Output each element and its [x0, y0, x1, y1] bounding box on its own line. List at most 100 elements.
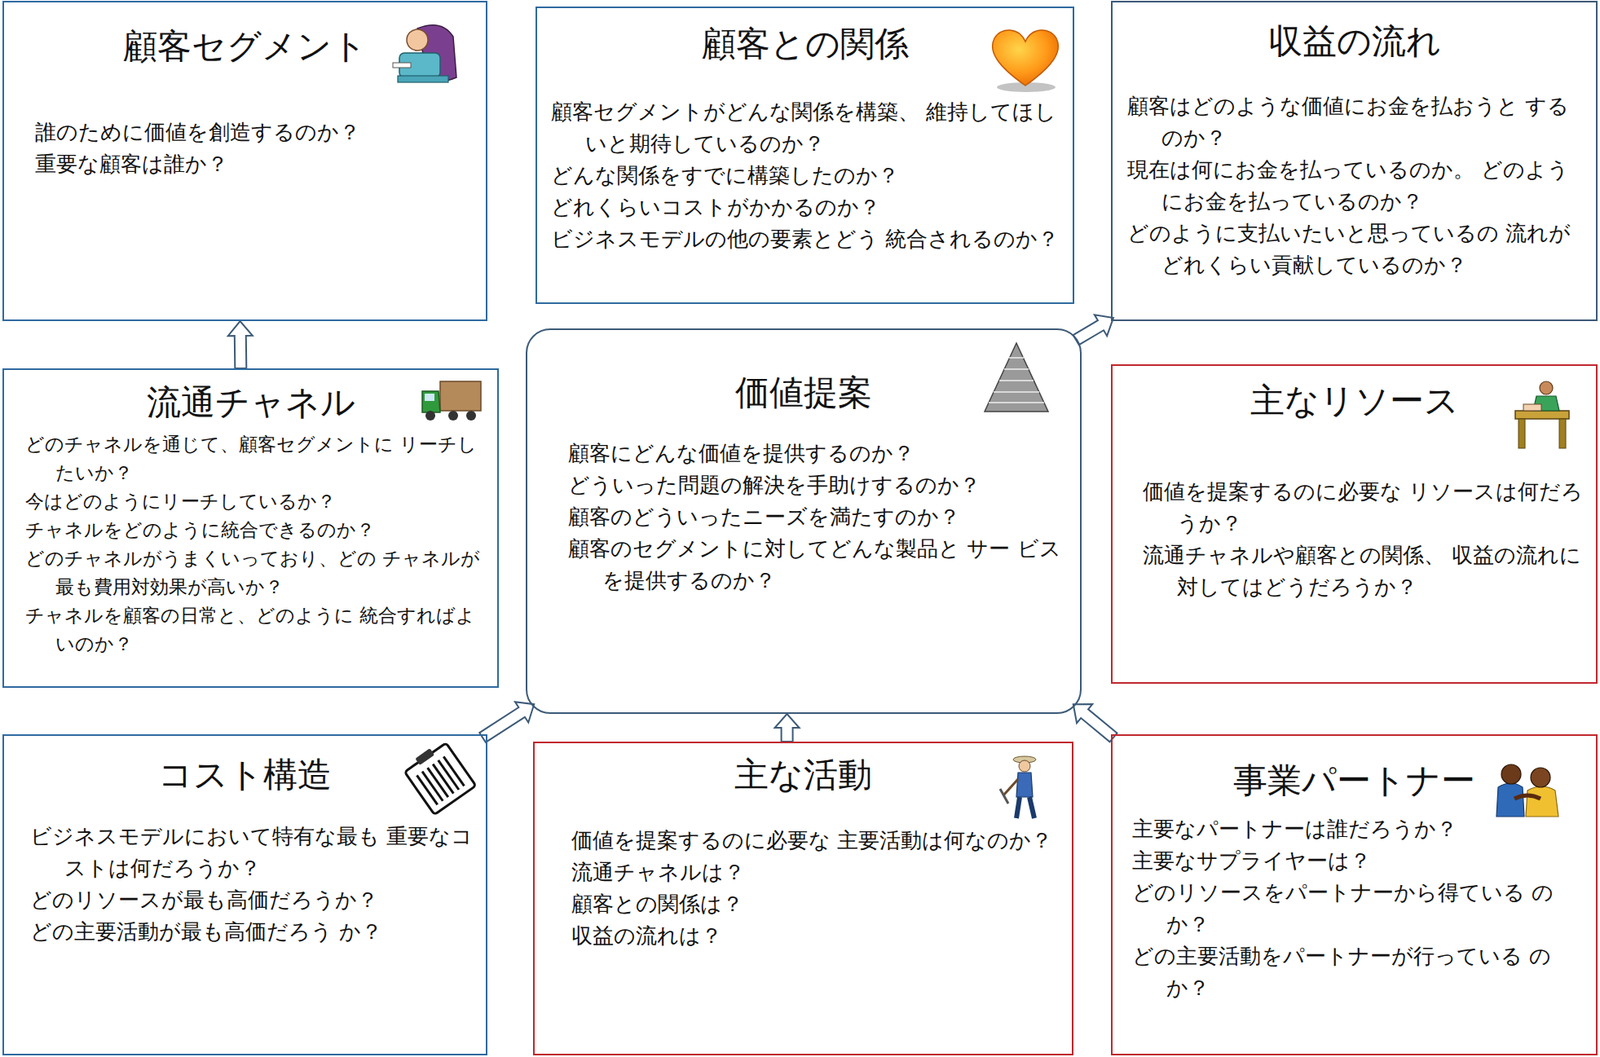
- icon-part: [1496, 783, 1525, 817]
- guiding-question: 顧客にどんな価値を提供するのか？: [568, 437, 1072, 470]
- guiding-question: 顧客セグメントがどんな関係を構築、 維持してほしいと期待しているのか？: [550, 96, 1065, 160]
- block-arrow: [479, 701, 534, 742]
- guiding-question: チャネルをどのように統合できるのか？: [25, 515, 490, 545]
- icon-part: [993, 391, 1040, 393]
- partners-icon: [1496, 764, 1559, 817]
- guiding-question: どの主要活動が最も高価だろう か？: [30, 916, 478, 948]
- guiding-question: 主要なサプライヤーは？: [1132, 845, 1588, 878]
- question-list: 価値を提案するのに必要な リソースは何だろうか？流通チャネルや顧客との関係、 収…: [1142, 476, 1588, 604]
- icon-part: [425, 410, 436, 421]
- guiding-question: ビジネスモデルの他の要素とどう 統合されるのか？: [550, 223, 1065, 256]
- icon-part: [1000, 788, 1009, 804]
- customer-icon: [392, 25, 457, 83]
- resource-icon: [1515, 381, 1570, 449]
- question-list: 顧客セグメントがどんな関係を構築、 維持してほしいと期待しているのか？どんな関係…: [550, 96, 1065, 256]
- question-list: 顧客はどのような価値にお金を払おうと するのか？現在は何にお金を払っているのか。…: [1127, 90, 1588, 282]
- guiding-question: 収益の流れは？: [571, 920, 1064, 953]
- icon-part: [440, 381, 481, 411]
- icon-part: [424, 393, 435, 402]
- farmer-icon: [1000, 756, 1036, 819]
- block-arrow: [228, 321, 253, 369]
- icon-part: [1530, 767, 1551, 788]
- question-list: 価値を提案するのに必要な 主要活動は何なのか？流通チャネルは？顧客との関係は？収…: [571, 824, 1064, 953]
- icon-part: [988, 357, 1045, 403]
- guiding-question: 重要な顧客は誰か？: [35, 148, 478, 181]
- icon-part: [392, 62, 411, 68]
- block-title: 価値提案: [527, 370, 1080, 416]
- guiding-question: ビジネスモデルにおいて特有な最も 重要なコストは何だろうか？: [30, 820, 478, 885]
- icon-part: [414, 748, 435, 766]
- guiding-question: チャネルを顧客の日常と、どのように 統合すればよいのか？: [25, 601, 490, 659]
- canvas-block: 収益の流れ顧客はどのような価値にお金を払おうと するのか？現在は何にお金を払って…: [1110, 0, 1598, 322]
- icon-part: [1525, 786, 1559, 817]
- icon-part: [1523, 404, 1542, 411]
- guiding-question: どの主要活動をパートナーが行っている のか？: [1132, 940, 1588, 1005]
- icon-part: [1016, 772, 1033, 798]
- icon-part: [999, 379, 1034, 382]
- question-list: 主要なパートナーは誰だろうか？主要なサプライヤーは？どのリソースをパートナーから…: [1132, 813, 1588, 1005]
- canvas-block: 主な活動価値を提案するのに必要な 主要活動は何なのか？流通チャネルは？顧客との関…: [533, 741, 1074, 1056]
- icon-part: [397, 75, 449, 83]
- icon-part: [1501, 764, 1521, 785]
- question-list: 誰のために価値を創造するのか？重要な顧客は誰か？: [35, 116, 478, 181]
- block-arrow: [775, 714, 800, 742]
- icon-part: [448, 410, 459, 421]
- canvas-block: コスト構造ビジネスモデルにおいて特有な最も 重要なコストは何だろうか？どのリソー…: [2, 734, 488, 1056]
- question-list: ビジネスモデルにおいて特有な最も 重要なコストは何だろうか？どのリソースが最も高…: [30, 820, 478, 948]
- guiding-question: 誰のために価値を創造するのか？: [35, 116, 478, 149]
- clipboard-icon: [401, 739, 477, 816]
- canvas-block: 事業パートナー主要なパートナーは誰だろうか？主要なサプライヤーは？どのリソースを…: [1110, 734, 1598, 1056]
- guiding-question: 価値を提案するのに必要な 主要活動は何なのか？: [571, 824, 1064, 857]
- guiding-question: 今はどのようにリーチしているか？: [25, 487, 490, 516]
- icon-part: [416, 756, 464, 805]
- block-title: 収益の流れ: [1112, 18, 1596, 65]
- guiding-question: どんな関係をすでに構築したのか？: [550, 159, 1065, 192]
- icon-part: [1514, 795, 1541, 799]
- icon-part: [1016, 797, 1020, 819]
- guiding-question: どのチャネルがうまくいっており、どの チャネルが最も費用対効果が高いか？: [25, 544, 490, 602]
- block-arrow: [1073, 314, 1114, 345]
- heart-icon: [992, 30, 1059, 93]
- block-title: 主な活動: [534, 752, 1072, 798]
- guiding-question: 顧客のセグメントに対してどんな製品と サー ビスを提供するのか？: [568, 533, 1072, 597]
- canvas-block: 顧客との関係顧客セグメントがどんな関係を構築、 維持してほしいと期待しているのか…: [535, 6, 1075, 305]
- guiding-question: 主要なパートナーは誰だろうか？: [1132, 813, 1588, 846]
- pyramid-icon: [984, 343, 1049, 412]
- block-title: 顧客セグメント: [4, 23, 486, 70]
- guiding-question: どれくらいコストがかかるのか？: [550, 191, 1065, 224]
- guiding-question: どのリソースをパートナーから得ている のか？: [1132, 877, 1588, 941]
- icon-part: [466, 410, 477, 421]
- icon-part: [1003, 779, 1019, 796]
- icon-part: [984, 343, 1049, 412]
- guiding-question: どういった問題の解決を手助けするのか？: [568, 469, 1072, 502]
- guiding-question: 流通チャネルや顧客との関係、 収益の流れに対してはどうだろうか？: [1142, 539, 1588, 604]
- icon-part: [1539, 381, 1553, 395]
- block-title: 事業パートナー: [1112, 758, 1596, 804]
- guiding-question: 顧客のどういったニーズを満たすのか？: [568, 501, 1072, 534]
- question-list: どのチャネルを通じて、顧客セグメントに リーチしたいか？今はどのようにリーチして…: [25, 430, 490, 659]
- icon-part: [1518, 418, 1526, 449]
- icon-part: [992, 30, 1059, 86]
- canvas-block: 顧客セグメント誰のために価値を創造するのか？重要な顧客は誰か？: [2, 0, 488, 322]
- block-title: 流通チャネル: [4, 379, 498, 426]
- canvas-block: 主なリソース価値を提案するのに必要な リソースは何だろうか？流通チャネルや顧客と…: [1110, 364, 1598, 684]
- truck-icon: [422, 381, 481, 421]
- icon-part: [1559, 418, 1566, 449]
- icon-part: [988, 401, 1045, 404]
- guiding-question: どのリソースが最も高価だろうか？: [30, 884, 478, 917]
- icon-part: [1018, 760, 1031, 772]
- guiding-question: 流通チャネルは？: [571, 856, 1064, 889]
- icon-part: [404, 743, 476, 816]
- canvas-block: 価値提案顧客にどんな価値を提供するのか？どういった問題の解決を手助けするのか？顧…: [525, 328, 1082, 715]
- icon-part: [443, 756, 464, 786]
- icon-part: [422, 391, 441, 413]
- icon-part: [1515, 410, 1570, 419]
- icon-part: [1004, 368, 1029, 371]
- icon-part: [406, 29, 428, 51]
- block-title: コスト構造: [4, 752, 486, 798]
- block-title: 主なリソース: [1112, 378, 1596, 424]
- icon-part: [1009, 357, 1024, 359]
- canvas-block: 流通チャネルどのチャネルを通じて、顧客セグメントに リーチしたいか？今はどのよう…: [2, 368, 499, 688]
- guiding-question: 現在は何にお金を払っているのか。 どのようにお金を払っているのか？: [1127, 154, 1588, 218]
